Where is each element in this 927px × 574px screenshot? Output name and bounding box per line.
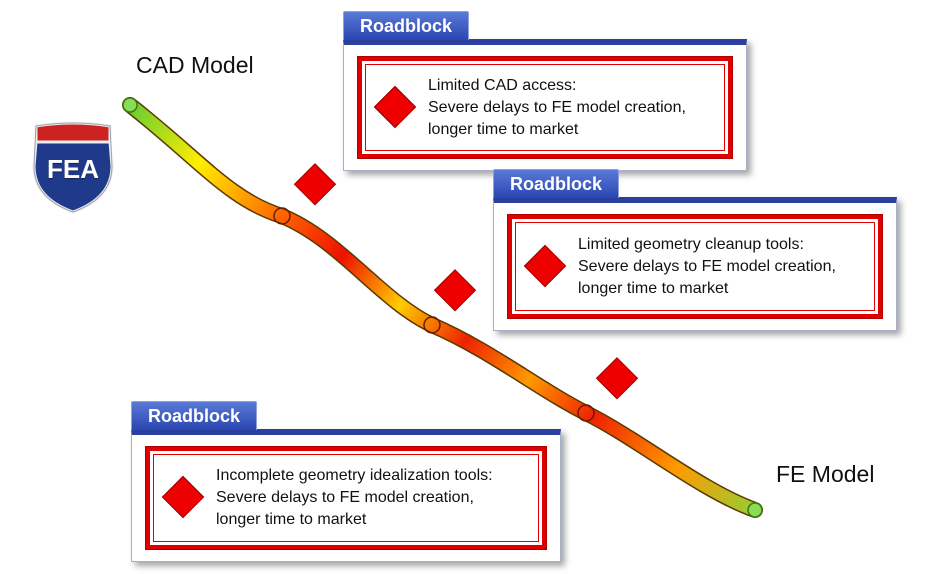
start-node [122,97,138,113]
roadblock-diamond-1 [293,163,337,206]
fea-shield-icon: FEA [28,120,118,214]
end-node [747,502,763,518]
roadblock-frame: Limited geometry cleanup tools: Severe d… [507,214,883,319]
milestone-1 [273,207,291,225]
roadblock-tab: Roadblock [343,11,470,40]
milestone-3 [577,404,595,422]
roadblock-text: Incomplete geometry idealization tools: … [216,467,493,528]
shield-text: FEA [47,154,99,184]
roadblock-text: Limited CAD access: Severe delays to FE … [428,76,686,138]
milestone-2 [423,316,441,334]
warning-diamond-icon [373,85,417,128]
roadblock-callout-3: Roadblock Incomplete geometry idealizati… [131,401,561,562]
roadblock-callout-2: Roadblock Limited geometry cleanup tools… [493,169,897,331]
roadblock-tab: Roadblock [493,169,620,198]
roadblock-frame: Limited CAD access: Severe delays to FE … [357,56,733,159]
roadblock-diamond-3 [595,357,639,400]
start-label: CAD Model [136,52,254,78]
roadblock-frame: Incomplete geometry idealization tools: … [145,446,547,550]
roadblock-text: Limited geometry cleanup tools: Severe d… [578,235,836,297]
end-label: FE Model [776,461,875,487]
roadblock-diamond-2 [433,269,477,312]
warning-diamond-icon [523,244,567,287]
road-path [123,98,762,517]
warning-diamond-icon [161,475,205,519]
roadblock-tab: Roadblock [131,401,258,430]
roadblock-callout-1: Roadblock Limited CAD access: Severe del… [343,11,747,171]
